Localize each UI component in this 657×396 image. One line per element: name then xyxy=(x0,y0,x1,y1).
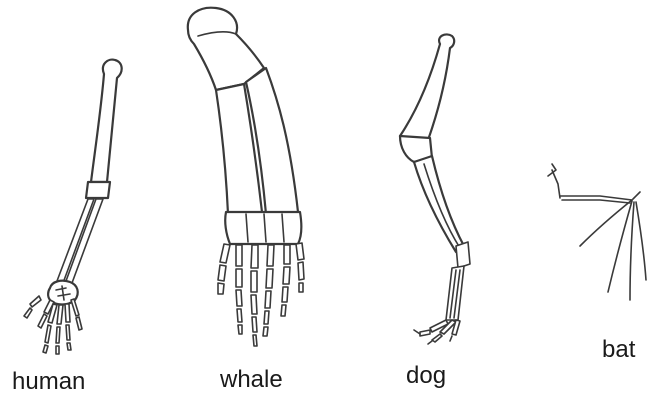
bat-digit xyxy=(608,201,632,292)
dog-carpals xyxy=(456,242,470,268)
dog-humerus xyxy=(400,34,454,146)
human-elbow xyxy=(86,182,110,198)
label-bat: bat xyxy=(602,336,635,364)
whale-digits xyxy=(218,243,304,346)
dog-leg-illustration xyxy=(400,34,470,344)
bat-digit xyxy=(636,202,646,280)
dog-radius xyxy=(414,156,464,252)
label-whale: whale xyxy=(220,366,283,394)
human-humerus xyxy=(91,60,122,182)
label-human: human xyxy=(12,368,85,396)
bat-wing-illustration xyxy=(548,164,646,300)
bat-digit xyxy=(630,202,634,300)
label-dog: dog xyxy=(406,362,446,390)
whale-flipper-illustration xyxy=(188,8,304,346)
human-arm-illustration xyxy=(24,60,122,354)
human-fingers xyxy=(24,296,82,354)
dog-paw xyxy=(414,320,460,344)
bat-humerus xyxy=(552,170,560,198)
whale-carpals xyxy=(225,212,301,244)
bat-digit xyxy=(580,200,632,246)
